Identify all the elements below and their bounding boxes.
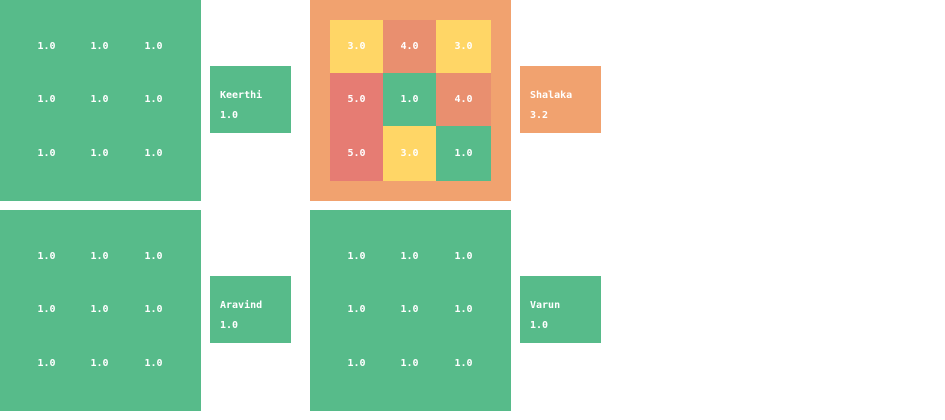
heatmap-cell: 1.0 [20, 283, 73, 336]
heatmap-cell: 4.0 [436, 73, 491, 126]
person-name: Varun [530, 300, 561, 311]
heatmap-cell: 1.0 [73, 20, 126, 73]
heatmap-cell: 1.0 [126, 73, 181, 126]
person-label-varun: Varun 1.0 [520, 276, 601, 343]
heatmap-cell: 1.0 [73, 126, 126, 181]
heatmap-cell: 1.0 [20, 73, 73, 126]
heatmap-grid: 1.0 1.0 1.0 1.0 1.0 1.0 1.0 1.0 1.0 [20, 20, 181, 181]
heatmap-cell: 1.0 [73, 283, 126, 336]
heatmap-cell: 5.0 [330, 126, 383, 181]
heatmap-cell: 1.0 [436, 230, 491, 283]
heatmap-cell: 1.0 [383, 336, 436, 391]
heatmap-grid: 1.0 1.0 1.0 1.0 1.0 1.0 1.0 1.0 1.0 [330, 230, 491, 391]
person-name: Aravind [220, 300, 263, 311]
heatmap-cell: 1.0 [330, 283, 383, 336]
heatmap-cell: 1.0 [383, 230, 436, 283]
heatmap-panel-aravind: 1.0 1.0 1.0 1.0 1.0 1.0 1.0 1.0 1.0 [0, 210, 201, 411]
person-score: 3.2 [530, 110, 549, 121]
heatmap-cell: 1.0 [436, 126, 491, 181]
person-score: 1.0 [530, 320, 549, 331]
heatmap-cell: 1.0 [73, 336, 126, 391]
heatmap-panel-varun: 1.0 1.0 1.0 1.0 1.0 1.0 1.0 1.0 1.0 [310, 210, 511, 411]
heatmap-cell: 1.0 [73, 73, 126, 126]
heatmap-grid: 3.0 4.0 3.0 5.0 1.0 4.0 5.0 3.0 1.0 [330, 20, 491, 181]
heatmap-panel-shalaka: 3.0 4.0 3.0 5.0 1.0 4.0 5.0 3.0 1.0 [310, 0, 511, 201]
heatmap-cell: 1.0 [436, 283, 491, 336]
person-name: Keerthi [220, 90, 263, 101]
heatmap-cell: 1.0 [20, 230, 73, 283]
heatmap-cell: 1.0 [330, 336, 383, 391]
person-label-keerthi: Keerthi 1.0 [210, 66, 291, 133]
heatmap-cell: 1.0 [126, 336, 181, 391]
person-label-shalaka: Shalaka 3.2 [520, 66, 601, 133]
person-label-aravind: Aravind 1.0 [210, 276, 291, 343]
heatmap-cell: 1.0 [436, 336, 491, 391]
person-score: 1.0 [220, 320, 239, 331]
heatmap-cell: 1.0 [126, 230, 181, 283]
person-name: Shalaka [530, 90, 573, 101]
person-score: 1.0 [220, 110, 239, 121]
heatmap-cell: 1.0 [73, 230, 126, 283]
heatmap-cell: 1.0 [383, 73, 436, 126]
heatmap-cell: 1.0 [126, 283, 181, 336]
heatmap-cell: 3.0 [383, 126, 436, 181]
heatmap-cell: 1.0 [330, 230, 383, 283]
heatmap-cell: 1.0 [20, 126, 73, 181]
heatmap-panel-keerthi: 1.0 1.0 1.0 1.0 1.0 1.0 1.0 1.0 1.0 [0, 0, 201, 201]
heatmap-cell: 1.0 [126, 20, 181, 73]
heatmap-grid: 1.0 1.0 1.0 1.0 1.0 1.0 1.0 1.0 1.0 [20, 230, 181, 391]
heatmap-cell: 3.0 [330, 20, 383, 73]
heatmap-cell: 1.0 [20, 336, 73, 391]
heatmap-cell: 1.0 [20, 20, 73, 73]
heatmap-cell: 1.0 [383, 283, 436, 336]
heatmap-cell: 4.0 [383, 20, 436, 73]
heatmap-cell: 1.0 [126, 126, 181, 181]
heatmap-cell: 5.0 [330, 73, 383, 126]
heatmap-cell: 3.0 [436, 20, 491, 73]
